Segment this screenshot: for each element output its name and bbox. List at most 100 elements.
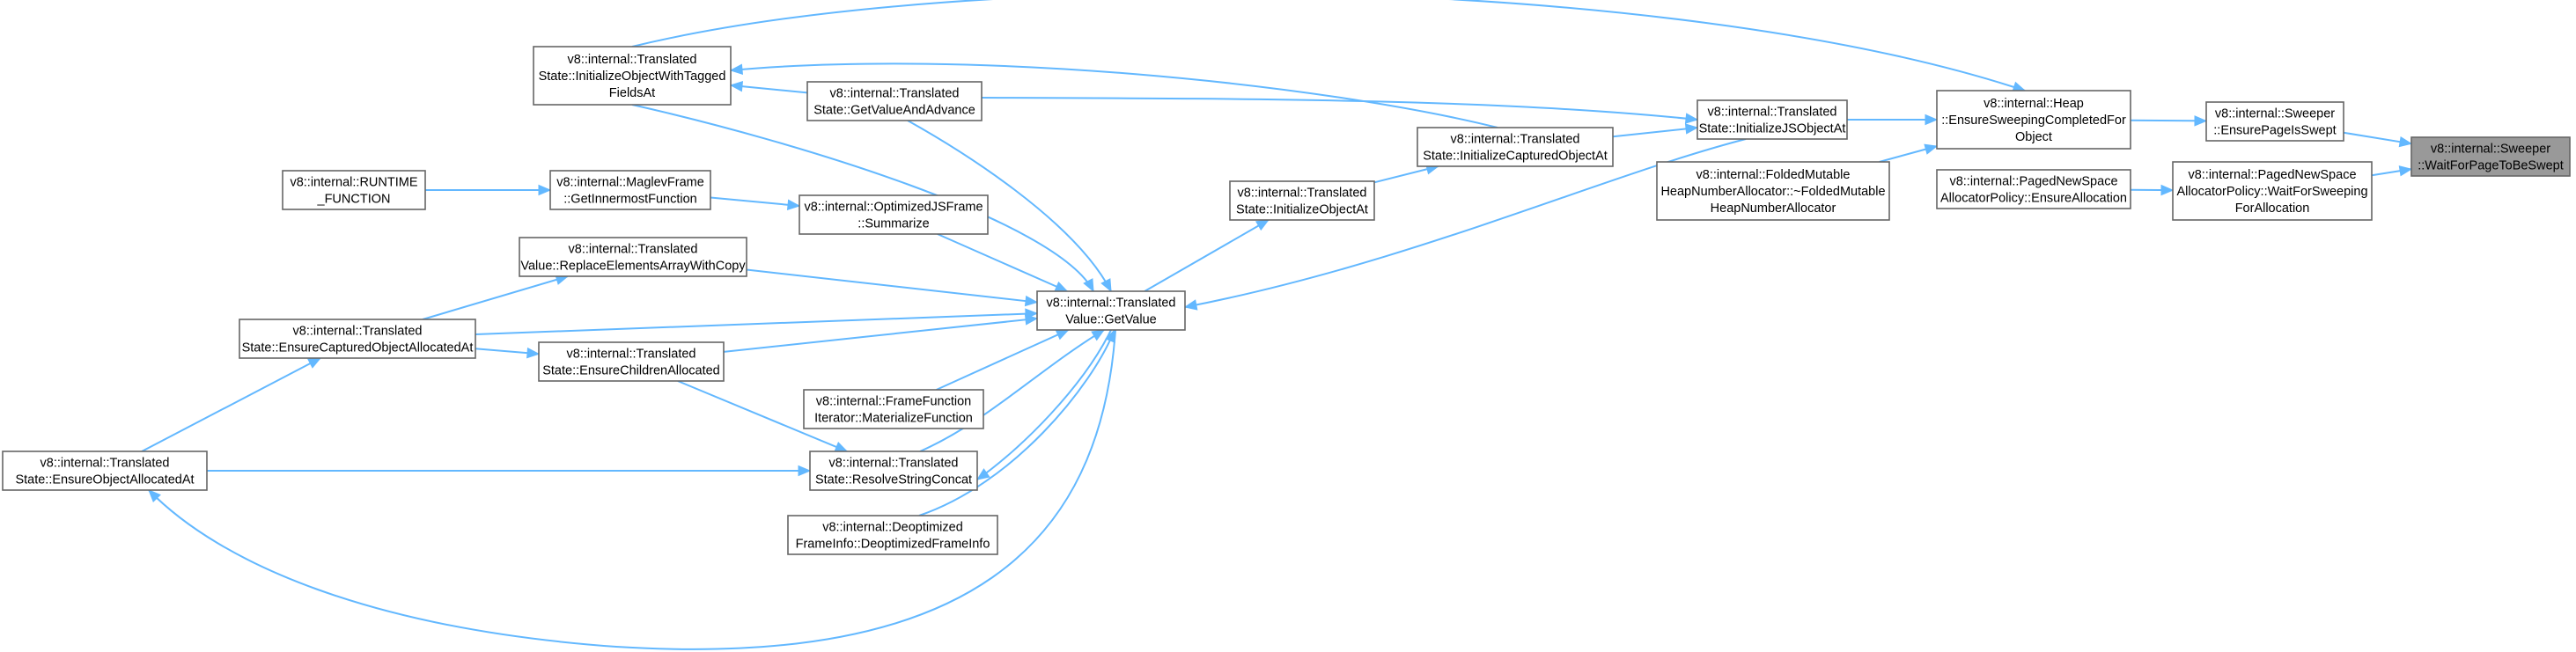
edge-getvalue-to-getvalueadv	[907, 120, 1112, 292]
node-label-line: v8::internal::PagedNewSpace	[2188, 168, 2356, 182]
node-ensurecaptured[interactable]: v8::internal::TranslatedState::EnsureCap…	[239, 319, 476, 359]
node-box	[787, 515, 998, 555]
node-label-line: v8::internal::RUNTIME	[290, 176, 417, 190]
node-label-line: v8::internal::Translated	[829, 457, 959, 471]
node-box	[549, 170, 711, 210]
node-label-line: State::InitializeJSObjectAt	[1699, 122, 1846, 136]
node-label-line: v8::internal::Sweeper	[2215, 107, 2335, 121]
node-label-line: v8::internal::MaglevFrame	[556, 176, 704, 190]
node-box	[282, 170, 426, 210]
arrowhead-getvalue-to-getvalueadv	[1100, 278, 1112, 293]
node-replace[interactable]: v8::internal::TranslatedValue::ReplaceEl…	[519, 237, 747, 277]
node-label-line: State::EnsureCapturedObjectAllocatedAt	[242, 341, 474, 355]
node-label-line: HeapNumberAllocator::~FoldedMutable	[1660, 185, 1885, 199]
arrowhead-framefunc-to-getvalue	[1055, 329, 1070, 341]
node-label-line: ::EnsurePageIsSwept	[2213, 124, 2336, 138]
node-label-line: v8::internal::Translated	[567, 348, 696, 362]
node-box	[2, 451, 208, 491]
node-ensurepage[interactable]: v8::internal::Sweeper::EnsurePageIsSwept	[2205, 101, 2344, 142]
node-ensurechildren[interactable]: v8::internal::TranslatedState::EnsureChi…	[538, 341, 725, 382]
node-label-line: v8::internal::Translated	[293, 325, 423, 339]
arrowhead-runtime-to-maglev	[538, 184, 552, 196]
node-label-line: v8::internal::Translated	[1451, 133, 1580, 147]
node-label-line: State::EnsureChildrenAllocated	[542, 364, 720, 378]
arrowhead-initcaptured-to-inittagged	[729, 63, 744, 75]
node-initjs[interactable]: v8::internal::TranslatedState::Initializ…	[1696, 99, 1848, 140]
arrowhead-ensurepage-to-wait	[2398, 136, 2413, 148]
node-ensureobj[interactable]: v8::internal::TranslatedState::EnsureObj…	[2, 451, 208, 491]
node-label-line: v8::internal::Deoptimized	[822, 521, 963, 535]
node-label-line: Value::ReplaceElementsArrayWithCopy	[520, 260, 746, 274]
edge-initcaptured-to-initjs	[1612, 127, 1698, 138]
node-optjs[interactable]: v8::internal::OptimizedJSFrame::Summariz…	[799, 194, 989, 235]
arrowhead-ensurechildren-to-getvalue	[1024, 314, 1039, 326]
node-box	[538, 341, 725, 382]
node-label-line: Value::GetValue	[1065, 313, 1156, 327]
node-label-line: v8::internal::Translated	[1238, 187, 1367, 201]
arrowhead-replace-to-getvalue	[1024, 295, 1039, 307]
node-label-line: Iterator::MaterializeFunction	[814, 412, 973, 426]
node-label-line: AllocatorPolicy::WaitForSweeping	[2176, 185, 2367, 199]
node-label-line: ::EnsureSweepingCompletedFor	[1941, 114, 2126, 128]
edge-maglev-to-optjs	[710, 196, 800, 207]
node-box	[1036, 290, 1186, 331]
arrowhead-ensureobj-to-resolve	[798, 465, 812, 477]
node-heap[interactable]: v8::internal::Heap::EnsureSweepingComple…	[1936, 90, 2131, 150]
node-wait[interactable]: v8::internal::Sweeper::WaitForPageToBeSw…	[2410, 136, 2571, 177]
node-label-line: v8::internal::FoldedMutable	[1696, 168, 1851, 182]
node-maglev[interactable]: v8::internal::MaglevFrame::GetInnermostF…	[549, 170, 711, 210]
arrowhead-getvalueadv-to-initjs	[1684, 113, 1699, 124]
node-deopt[interactable]: v8::internal::DeoptimizedFrameInfo::Deop…	[787, 515, 998, 555]
node-label-line: ::Summarize	[857, 217, 929, 231]
node-label-line: State::InitializeObjectAt	[1236, 203, 1368, 217]
arrowhead-ensureobj-to-ensurecaptured	[307, 357, 322, 369]
edge-ensurechildren-to-resolve	[677, 380, 848, 452]
arrowhead-getvalue-to-inittagged	[1083, 278, 1094, 293]
node-box	[2205, 101, 2344, 142]
node-label-line: v8::internal::Translated	[1047, 297, 1176, 311]
arrowhead-getvalue-to-initobj	[1255, 219, 1270, 231]
edge-inittagged-to-heap	[631, 0, 2026, 92]
node-initobj[interactable]: v8::internal::TranslatedState::Initializ…	[1229, 180, 1375, 221]
node-box	[799, 194, 989, 235]
edge-optjs-to-getvalue	[937, 233, 1068, 292]
node-framefunc[interactable]: v8::internal::FrameFunctionIterator::Mat…	[803, 389, 984, 429]
node-label-line: FrameInfo::DeoptimizedFrameInfo	[796, 538, 990, 552]
node-label-line: FieldsAt	[609, 86, 655, 100]
node-inittagged[interactable]: v8::internal::TranslatedState::Initializ…	[533, 46, 732, 106]
arrowhead-pagedwait-to-wait	[2398, 165, 2413, 177]
node-label-line: v8::internal::FrameFunction	[816, 395, 972, 409]
node-label-line: v8::internal::Translated	[830, 87, 960, 101]
node-resolve[interactable]: v8::internal::TranslatedState::ResolveSt…	[809, 451, 978, 491]
node-pagedensure[interactable]: v8::internal::PagedNewSpaceAllocatorPoli…	[1936, 169, 2131, 209]
node-runtime[interactable]: v8::internal::RUNTIME_FUNCTION	[282, 170, 426, 210]
edge-getvalue-to-initobj	[1144, 219, 1270, 292]
arrowhead-initcaptured-to-initjs	[1684, 123, 1699, 135]
arrowhead-ensurecaptured-to-ensurechildren	[526, 347, 541, 359]
arrowhead-initjs-to-getvalue	[1183, 299, 1198, 311]
edge-getvalue-to-inittagged	[631, 104, 1094, 292]
arrowhead-getvalueadv-to-inittagged	[729, 80, 744, 92]
node-pagedwait[interactable]: v8::internal::PagedNewSpaceAllocatorPoli…	[2172, 161, 2373, 221]
edge-resolve-to-getvalue	[919, 329, 1105, 452]
node-initcaptured[interactable]: v8::internal::TranslatedState::Initializ…	[1417, 127, 1614, 167]
arrowhead-ensurechildren-to-resolve	[834, 442, 849, 452]
node-box	[809, 451, 978, 491]
node-label-line: Object	[2015, 130, 2052, 144]
node-box	[533, 46, 732, 106]
node-box	[1696, 99, 1848, 140]
node-label-line: State::InitializeCapturedObjectAt	[1423, 150, 1608, 164]
node-folded[interactable]: v8::internal::FoldedMutableHeapNumberAll…	[1656, 161, 1890, 221]
node-getvalueadv[interactable]: v8::internal::TranslatedState::GetValueA…	[806, 81, 983, 121]
edges-layer	[141, 0, 2413, 650]
node-box	[2172, 161, 2373, 221]
node-label-line: State::InitializeObjectWithTagged	[539, 70, 726, 84]
node-label-line: ::GetInnermostFunction	[563, 193, 697, 207]
node-label-line: ForAllocation	[2235, 201, 2310, 216]
node-label-line: ::WaitForPageToBeSwept	[2418, 159, 2563, 173]
node-label-line: HeapNumberAllocator	[1711, 201, 1836, 216]
node-label-line: v8::internal::Translated	[1708, 106, 1837, 120]
edge-getvalueadv-to-inittagged	[730, 84, 808, 94]
